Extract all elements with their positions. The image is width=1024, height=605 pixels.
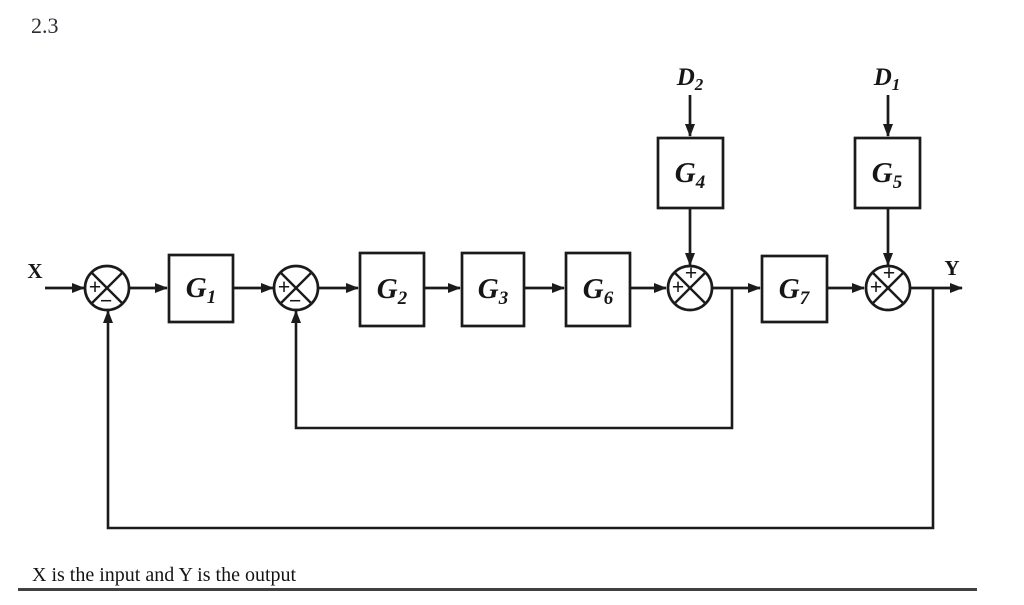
- junction-3-left-sign: +: [672, 274, 685, 299]
- block-g2-label-main: G: [377, 273, 398, 305]
- junction-4-top-sign: +: [883, 260, 896, 285]
- block-g2-box: [358, 251, 426, 328]
- bottom-rule: [18, 588, 977, 591]
- summing-junction-4-cross-b: [871, 271, 905, 305]
- figure-caption: X is the input and Y is the output: [32, 564, 297, 586]
- block-g3-box: [460, 251, 526, 328]
- input-label: X: [27, 259, 42, 283]
- junction-1-left-sign: +: [89, 274, 102, 299]
- junction-2-bottom-sign: −: [289, 288, 302, 313]
- junction-3-top-sign: +: [685, 260, 698, 285]
- block-g1-label-main: G: [186, 272, 207, 304]
- section-number: 2.3: [31, 13, 59, 38]
- block-g7-label-main: G: [779, 273, 800, 305]
- block-g7-label-sub: 7: [800, 288, 811, 309]
- summing-junction-3-cross-b: [673, 271, 707, 305]
- block-g4-label: G4: [675, 157, 705, 193]
- summing-junction-1: [83, 264, 131, 312]
- block-g5-box: [853, 136, 922, 210]
- block-g3-label-main: G: [478, 273, 499, 305]
- block-g4-box: [656, 136, 725, 210]
- block-g6-label: G6: [583, 273, 614, 309]
- inner-feedback-path: [291, 288, 734, 430]
- block-g2-label: G2: [377, 273, 408, 309]
- block-g4-label-sub: 4: [695, 172, 706, 193]
- block-g3-label-sub: 3: [498, 288, 509, 309]
- block-g5-label-main: G: [872, 157, 893, 189]
- output-label: Y: [944, 256, 959, 280]
- disturbance-d2-label: D2: [676, 64, 704, 94]
- block-g1-label: G1: [186, 272, 216, 308]
- summing-junction-2-cross-b: [279, 271, 313, 305]
- junction-2-left-sign: +: [278, 274, 291, 299]
- summing-junction-4: [864, 264, 912, 312]
- disturbance-branches: [685, 95, 893, 266]
- junction-1-bottom-sign: −: [100, 288, 113, 313]
- disturbance-d2-main: D: [676, 64, 695, 91]
- block-g6-label-sub: 6: [604, 288, 614, 309]
- block-g1-label-sub: 1: [207, 287, 217, 308]
- block-g4-label-main: G: [675, 157, 696, 189]
- summing-junction-3: [666, 264, 714, 312]
- disturbance-d1-main: D: [873, 64, 892, 91]
- block-g2-label-sub: 2: [397, 288, 408, 309]
- transfer-function-blocks: [167, 136, 922, 328]
- disturbance-d1-label: D1: [873, 64, 901, 94]
- summing-junction-1-cross-b: [90, 271, 124, 305]
- block-g7-box: [760, 254, 829, 324]
- disturbance-d1-sub: 1: [892, 75, 901, 94]
- block-g7-label: G7: [779, 273, 811, 309]
- block-g6-label-main: G: [583, 273, 604, 305]
- block-g5-label-sub: 5: [893, 172, 903, 193]
- summing-junction-2: [272, 264, 320, 312]
- block-g6-box: [564, 251, 632, 328]
- junction-4-left-sign: +: [870, 274, 883, 299]
- block-g5-label: G5: [872, 157, 903, 193]
- disturbance-d2-sub: 2: [694, 75, 704, 94]
- outer-feedback-path: [103, 288, 935, 530]
- block-g1-box: [167, 253, 235, 324]
- block-g3-label: G3: [478, 273, 508, 309]
